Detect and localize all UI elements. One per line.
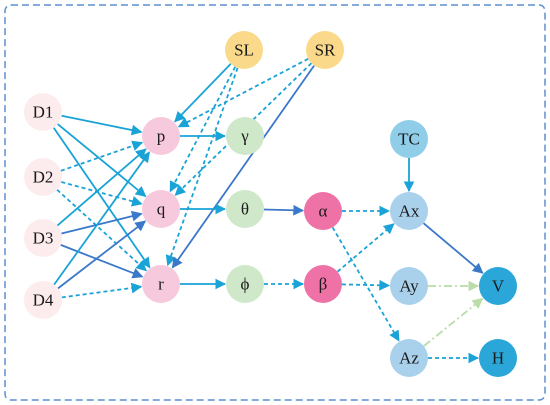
edge-Az-to-V — [423, 297, 484, 347]
node-label-q: q — [157, 200, 166, 219]
edge-Ax-to-V — [422, 222, 484, 274]
node-beta: β — [304, 265, 342, 303]
node-D2: D2 — [24, 158, 62, 196]
edge-SR-to-r — [171, 65, 315, 269]
node-label-D2: D2 — [33, 168, 54, 187]
node-label-beta: β — [319, 275, 328, 294]
node-label-D1: D1 — [33, 103, 54, 122]
edge-D3-to-p — [56, 148, 147, 227]
node-Ay: Ay — [390, 267, 428, 305]
edge-SL-to-r — [165, 67, 239, 267]
edge-D4-to-p — [53, 151, 151, 286]
node-SL: SL — [225, 31, 263, 69]
node-label-TC: TC — [398, 130, 420, 149]
node-D3: D3 — [24, 219, 62, 257]
node-circle-phi — [226, 265, 264, 303]
edge-D4-to-q — [57, 220, 147, 290]
edge-D3-to-q — [61, 210, 143, 235]
node-circle-H — [479, 339, 517, 377]
node-label-Ax: Ax — [399, 202, 420, 221]
node-H: H — [479, 339, 517, 377]
node-label-V: V — [492, 277, 505, 296]
node-theta: θ — [226, 190, 264, 228]
node-Ax: Ax — [390, 192, 428, 230]
edge-beta-to-Ax — [336, 223, 395, 273]
edge-D2-to-r — [56, 189, 148, 272]
node-circle-alpha — [304, 192, 342, 230]
edge-SL-to-p — [174, 63, 232, 123]
node-label-phi: ϕ — [241, 275, 250, 294]
node-label-gamma: γ — [240, 127, 249, 146]
node-label-Az: Az — [399, 349, 419, 368]
node-circle-Ax — [390, 192, 428, 230]
node-label-theta: θ — [241, 200, 249, 219]
node-D1: D1 — [24, 93, 62, 131]
node-circle-q — [142, 190, 180, 228]
node-label-SR: SR — [315, 41, 336, 60]
node-circle-D4 — [24, 281, 62, 319]
node-circle-Ay — [390, 267, 428, 305]
edge-D2-to-q — [61, 181, 143, 207]
node-SR: SR — [306, 31, 344, 69]
node-circle-theta — [226, 190, 264, 228]
diagram-frame — [4, 4, 546, 401]
edge-SL-to-q — [169, 66, 236, 193]
edge-D1-to-r — [52, 127, 151, 269]
node-circle-gamma — [226, 117, 264, 155]
node-circle-SL — [225, 31, 263, 69]
edge-alpha-to-Az — [331, 226, 400, 342]
node-gamma: γ — [226, 117, 264, 155]
edge-theta-to-alpha — [263, 204, 305, 216]
node-circle-D2 — [24, 158, 62, 196]
node-label-alpha: α — [319, 202, 328, 221]
node-r: r — [142, 265, 180, 303]
node-TC: TC — [390, 120, 428, 158]
node-circle-beta — [304, 265, 342, 303]
node-circle-D3 — [24, 219, 62, 257]
node-circle-V — [479, 267, 517, 305]
node-label-r: r — [158, 275, 164, 294]
edge-D2-to-p — [60, 140, 144, 172]
edge-D1-to-q — [57, 123, 147, 197]
node-circle-TC — [390, 120, 428, 158]
node-label-H: H — [492, 349, 504, 368]
edge-D1-to-p — [61, 114, 143, 136]
edge-SR-to-p — [177, 58, 309, 128]
node-circle-p — [142, 117, 180, 155]
edge-beta-to-Ay — [341, 279, 391, 291]
node-alpha: α — [304, 192, 342, 230]
node-label-D3: D3 — [33, 229, 54, 248]
node-circle-SR — [306, 31, 344, 69]
node-p: p — [142, 117, 180, 155]
edge-D3-to-r — [60, 244, 144, 279]
node-circle-r — [142, 265, 180, 303]
node-V: V — [479, 267, 517, 305]
node-label-Ay: Ay — [399, 277, 419, 296]
node-label-D4: D4 — [33, 291, 54, 310]
node-circle-Az — [390, 339, 428, 377]
node-circle-D1 — [24, 93, 62, 131]
edge-D4-to-r — [61, 282, 143, 299]
node-q: q — [142, 190, 180, 228]
node-label-p: p — [157, 127, 166, 146]
node-D4: D4 — [24, 281, 62, 319]
node-phi: ϕ — [226, 265, 264, 303]
node-label-SL: SL — [234, 41, 254, 60]
node-Az: Az — [390, 339, 428, 377]
